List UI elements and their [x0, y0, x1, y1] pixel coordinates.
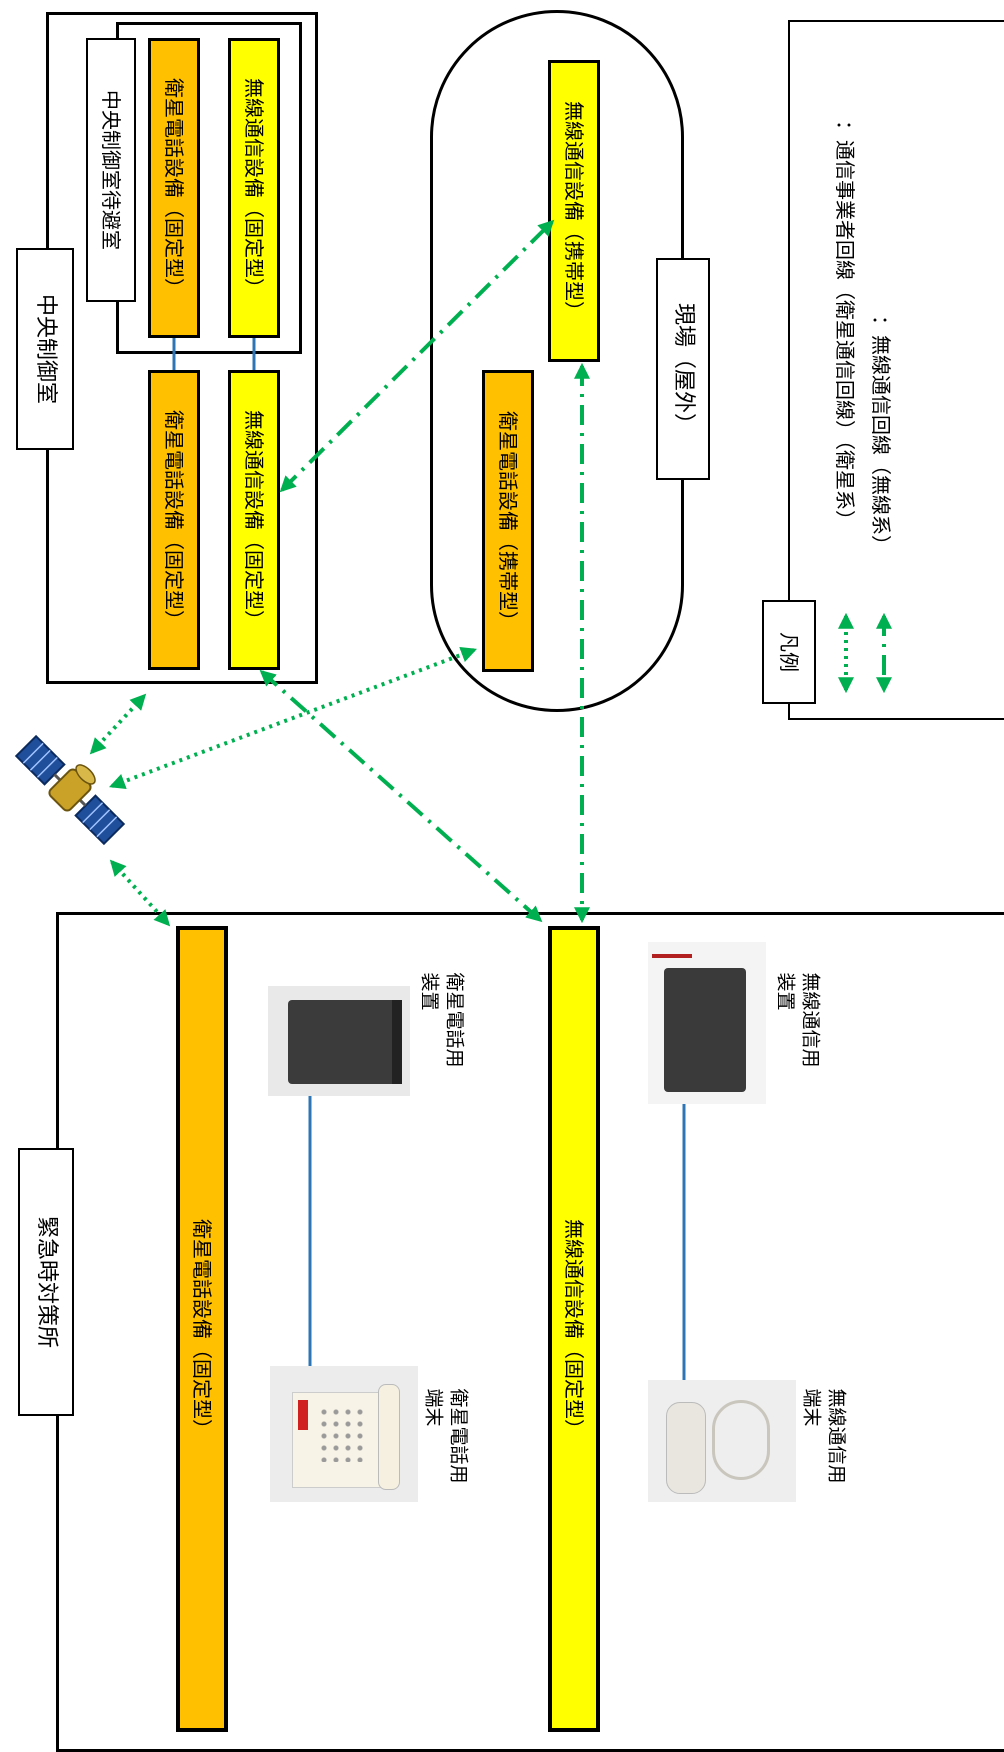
device-cable	[652, 954, 692, 958]
waiting-wireless-fixed: 無線通信設備（固定型）	[228, 38, 280, 338]
device-body	[664, 968, 746, 1092]
emergency-wireless-fixed: 無線通信設備（固定型）	[548, 926, 600, 1732]
satellite-link-field	[109, 647, 477, 789]
terminal-display	[298, 1400, 308, 1430]
legend-box	[788, 20, 1004, 720]
wireless-handset-photo	[648, 1380, 796, 1502]
central-satellite-phone-fixed: 衛星電話設備（固定型）	[148, 370, 200, 670]
wireless-link-central-field	[279, 219, 555, 493]
satellite-phone-terminal-photo	[270, 1366, 418, 1502]
central-control-room-label: 中央制御室	[16, 248, 74, 450]
field-wireless-portable: 無線通信設備（携帯型）	[548, 60, 600, 362]
waiting-room-label: 中央制御室待避室	[86, 38, 136, 302]
wireless-device-photo	[648, 942, 766, 1104]
handset-cord	[712, 1400, 770, 1480]
central-wireless-fixed: 無線通信設備（固定型）	[228, 370, 280, 670]
emergency-satellite-phone-fixed: 衛星電話設備（固定型）	[176, 926, 228, 1732]
wireless-link-central-emergency	[259, 669, 543, 923]
satellite-link-central	[89, 693, 147, 755]
terminal-handset	[378, 1384, 400, 1490]
device-edge	[392, 1000, 402, 1084]
satellite-link-emergency	[109, 859, 171, 927]
satellite-icon	[14, 734, 126, 846]
handset-body	[666, 1402, 706, 1494]
terminal-keypad	[318, 1406, 368, 1462]
waiting-satellite-phone-fixed: 衛星電話設備（固定型）	[148, 38, 200, 338]
wireless-links	[259, 219, 590, 924]
field-label: 現場（屋外）	[656, 258, 710, 480]
legend-label: 凡例	[762, 600, 816, 704]
satellite-phone-device-photo	[268, 986, 410, 1096]
emergency-office-label: 緊急時対策所	[18, 1148, 74, 1416]
device-body	[288, 1000, 400, 1084]
